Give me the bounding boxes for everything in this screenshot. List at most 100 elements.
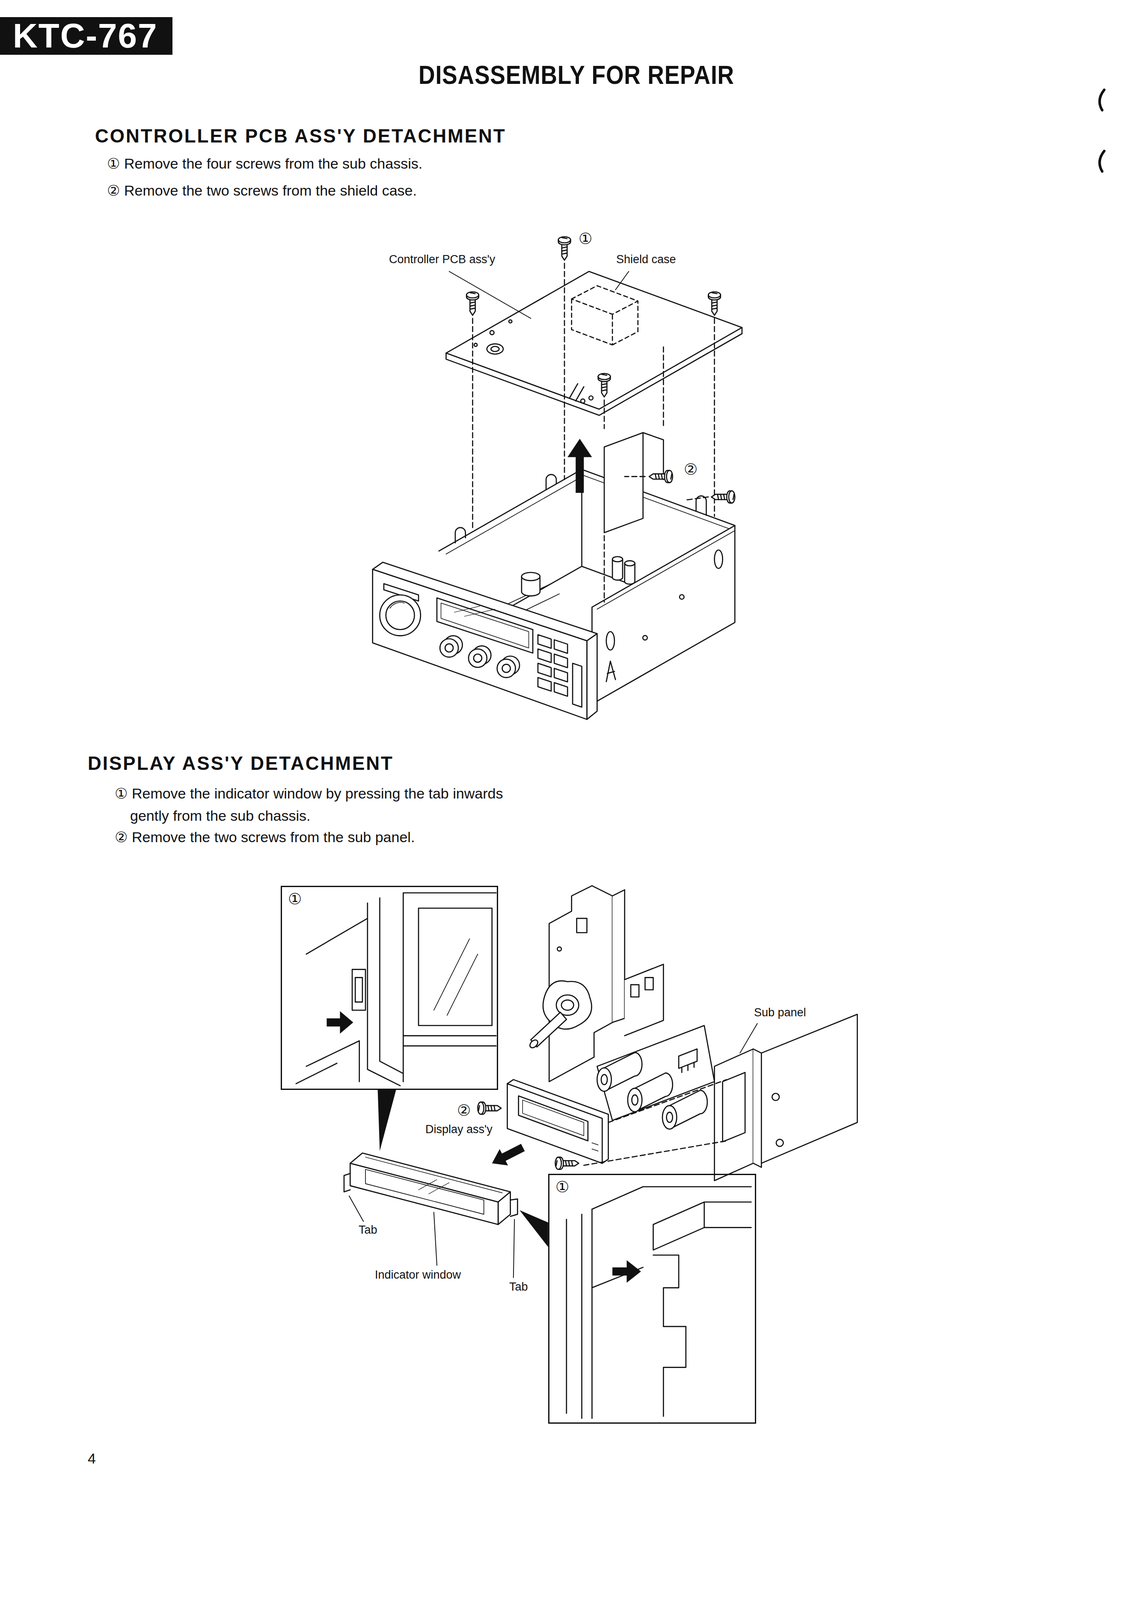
display-illustration — [477, 1101, 502, 1115]
display-illustration — [350, 1163, 499, 1225]
display-illustration — [662, 1090, 708, 1130]
display-illustration — [771, 1093, 780, 1101]
chassis-illustration — [439, 469, 736, 552]
display-illustration — [367, 897, 404, 1086]
chassis-illustration — [615, 271, 629, 290]
detail-inset: ① — [548, 1173, 757, 1424]
chassis-illustration — [389, 602, 404, 609]
chassis-illustration — [558, 236, 571, 261]
instruction-step: ② Remove the two screws from the shield … — [106, 181, 417, 200]
display-illustration — [662, 1105, 677, 1130]
chassis-illustration — [588, 395, 594, 401]
chassis-illustration — [643, 432, 664, 480]
display-illustration — [557, 946, 562, 952]
display-illustration — [352, 969, 366, 1010]
scan-mark — [1099, 89, 1105, 172]
display-illustration — [653, 1255, 686, 1417]
chassis-illustration — [606, 661, 616, 682]
scan-mark — [1099, 89, 1105, 111]
chassis-illustration — [591, 525, 735, 704]
chassis-illustration — [508, 320, 512, 324]
display-illustration — [513, 1219, 515, 1278]
callout-number: ② — [457, 1101, 471, 1120]
callout-number: ② — [683, 460, 698, 479]
part-label: Indicator window — [374, 1267, 461, 1282]
chassis-illustration — [612, 559, 623, 581]
display-illustration — [403, 892, 496, 1082]
display-illustration — [776, 1139, 784, 1147]
node-text: ① — [555, 1177, 749, 1197]
part-label: Shield case — [616, 252, 677, 267]
chassis-illustration — [571, 285, 639, 345]
display-illustration — [296, 885, 858, 1419]
chassis-illustration — [624, 563, 636, 585]
display-illustration — [624, 964, 664, 1036]
model-badge: KTC-767 — [0, 17, 173, 55]
callout-number: ① — [578, 229, 593, 248]
part-label: Tab — [509, 1279, 529, 1294]
display-illustration — [576, 918, 588, 933]
chassis-illustration — [679, 594, 684, 600]
page-title: DISASSEMBLY FOR REPAIR — [418, 59, 735, 91]
display-illustration — [714, 1048, 754, 1181]
page-number: 4 — [87, 1449, 96, 1468]
display-illustration — [566, 1209, 593, 1419]
instruction-step: ② Remove the two screws from the sub pan… — [114, 828, 415, 847]
display-illustration — [627, 1072, 673, 1112]
display-illustration — [596, 1067, 612, 1092]
display-illustration — [591, 1186, 752, 1209]
chassis-illustration — [502, 664, 511, 673]
display-illustration — [761, 1014, 858, 1164]
instruction-step: ① Remove the four screws from the sub ch… — [106, 154, 423, 173]
display-illustration — [678, 1048, 698, 1073]
display-illustration — [344, 1173, 351, 1192]
chassis-illustration — [642, 635, 648, 640]
display-illustration — [596, 1052, 642, 1092]
display-illustration — [666, 1112, 673, 1123]
display-illustration — [433, 938, 478, 1016]
display-illustration — [591, 1142, 598, 1152]
part-label: Controller PCB ass'y — [388, 252, 496, 267]
chassis-illustration — [497, 659, 516, 678]
display-illustration — [418, 908, 493, 1026]
display-illustration — [487, 1139, 528, 1172]
chassis-illustration — [612, 556, 623, 562]
display-illustration — [644, 977, 654, 990]
display-illustration — [510, 1199, 518, 1217]
display-illustration — [583, 1079, 727, 1166]
display-illustration — [528, 1038, 540, 1050]
display-illustration — [627, 1088, 642, 1112]
chassis-illustration — [537, 634, 552, 692]
chassis-illustration — [466, 291, 479, 316]
chassis-illustration — [649, 470, 673, 483]
chassis-illustration — [445, 271, 743, 410]
display-illustration — [653, 1202, 752, 1250]
display-illustration — [753, 1048, 762, 1168]
chassis-illustration — [468, 649, 487, 668]
display-illustration — [498, 1191, 511, 1225]
chassis-illustration — [445, 644, 454, 653]
display-illustration — [296, 918, 368, 1084]
display-illustration — [601, 1074, 608, 1085]
chassis-illustration — [546, 474, 557, 490]
display-illustration — [561, 1000, 574, 1011]
node-text: ① — [287, 889, 491, 909]
chassis-illustration — [596, 530, 735, 610]
chassis-illustration — [385, 601, 415, 630]
chassis-illustration — [580, 398, 585, 404]
chassis-illustration — [554, 639, 568, 697]
chassis-illustration — [708, 291, 721, 316]
chassis-illustration — [598, 373, 611, 398]
scan-mark — [1099, 151, 1105, 172]
display-illustration — [326, 1011, 354, 1034]
part-label: Sub panel — [754, 1005, 807, 1020]
part-label: Tab — [358, 1223, 378, 1237]
display-illustration — [612, 1260, 642, 1283]
section-heading: DISPLAY ASS'Y DETACHMENT — [87, 752, 394, 775]
display-illustration — [722, 1072, 746, 1142]
display-illustration — [519, 1210, 549, 1247]
display-illustration — [403, 1035, 496, 1046]
display-illustration — [630, 984, 639, 998]
node-text: KTC-767 — [12, 17, 158, 55]
